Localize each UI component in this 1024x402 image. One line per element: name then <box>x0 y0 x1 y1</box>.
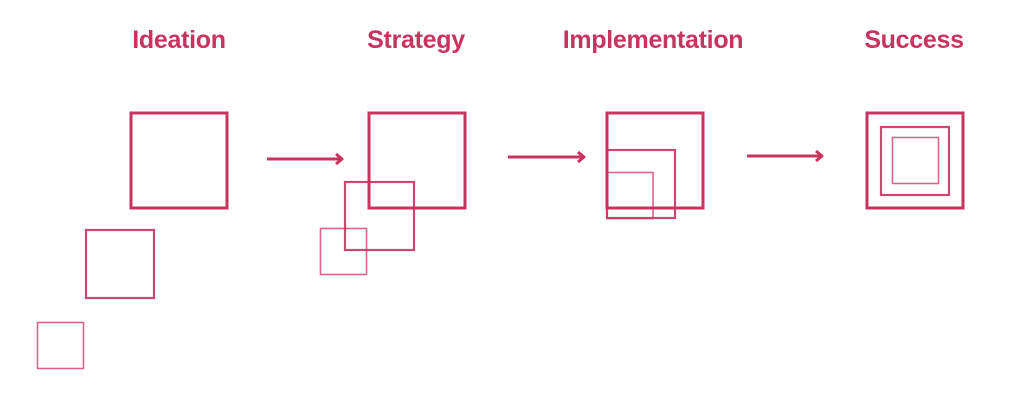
ideation-square-small <box>36 321 85 370</box>
strategy-square-medium <box>343 180 416 252</box>
strategy-square-large <box>367 111 467 210</box>
stage-label-success: Success <box>864 26 964 54</box>
strategy-square-small <box>319 227 368 276</box>
ideation-squares <box>36 111 229 370</box>
stage-label-ideation: Ideation <box>132 26 226 54</box>
implementation-squares <box>605 111 705 220</box>
ideation-square-medium <box>84 228 156 300</box>
success-square-small <box>891 136 940 185</box>
arrow-icon <box>508 150 586 164</box>
ideation-square-large <box>129 111 229 210</box>
stage-label-implementation: Implementation <box>562 26 744 54</box>
implementation-square-small <box>606 171 654 220</box>
success-squares <box>865 111 965 210</box>
success-square-large <box>865 111 965 210</box>
strategy-squares <box>319 111 467 276</box>
stage-label-strategy: Strategy <box>367 26 465 54</box>
arrow-icon <box>747 149 824 163</box>
arrow-icon <box>267 152 344 166</box>
success-square-medium <box>879 125 951 197</box>
implementation-square-large <box>605 111 705 210</box>
